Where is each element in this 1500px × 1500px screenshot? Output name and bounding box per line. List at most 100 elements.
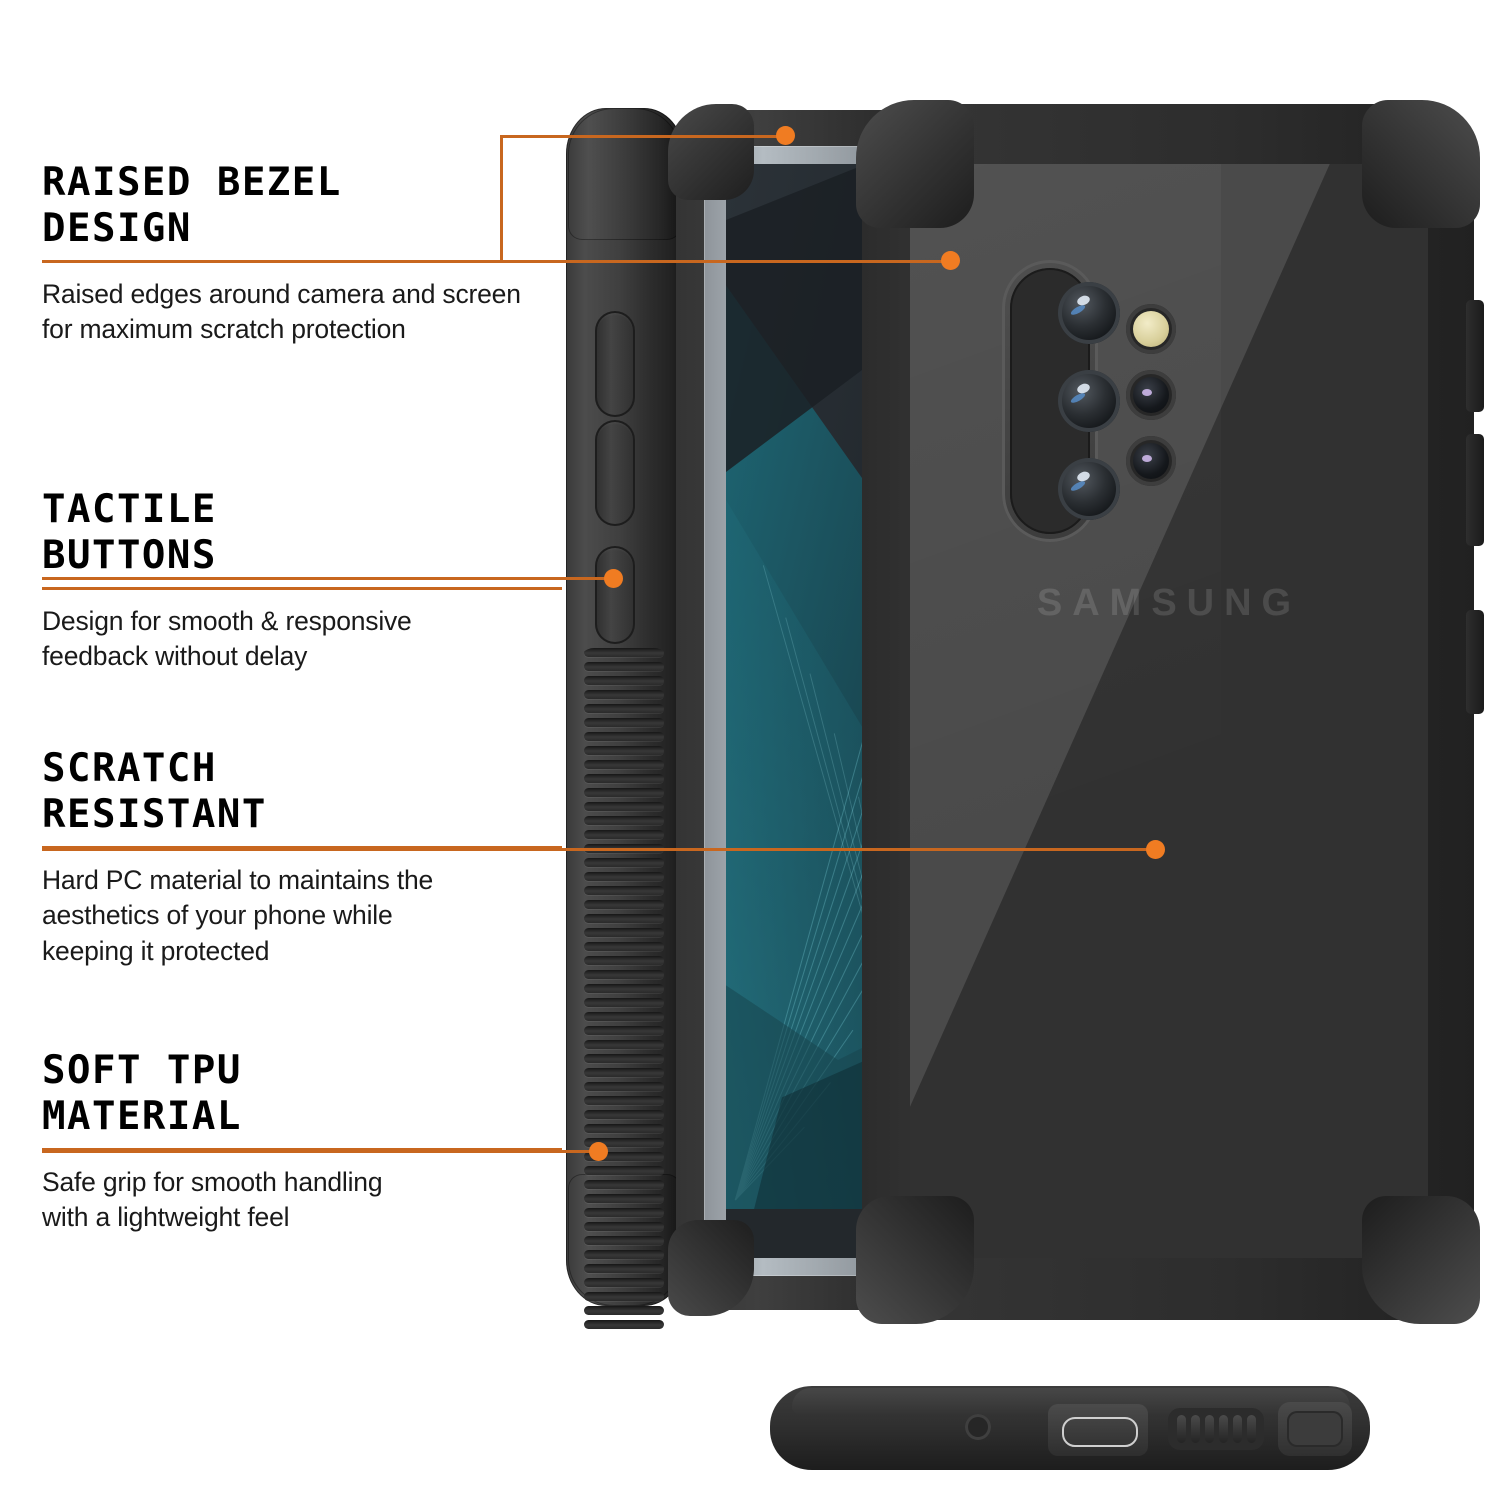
feature-heading-soft-tpu: SOFT TPU MATERIAL (42, 1048, 242, 1140)
feature-body-tactile-buttons: Design for smooth & responsive feedback … (42, 606, 412, 672)
feature-rule-scratch-resistant (42, 846, 562, 850)
grip-ridge (584, 718, 664, 727)
callout-dot-tactile-buttons (604, 569, 623, 588)
callout-line-scratch-resistant (42, 848, 1157, 851)
side-button-power (595, 546, 635, 644)
callout-line-raised-bezel-vertical (500, 135, 503, 263)
grip-ridge (584, 690, 664, 699)
grip-ridge (584, 830, 664, 839)
grip-ridge (584, 802, 664, 811)
grip-ridge (584, 998, 664, 1007)
grip-ridge (584, 732, 664, 741)
grip-ridge (584, 858, 664, 867)
feature-body-raised-bezel: Raised edges around camera and screen fo… (42, 279, 521, 345)
grip-ridge (584, 1264, 664, 1273)
front-case-top-left-bumper (668, 104, 754, 200)
product-back-view: SAMSUNG (856, 100, 1484, 1324)
side-case-top-bumper (568, 108, 681, 240)
back-edge-button-volume-up (1466, 300, 1484, 412)
back-edge-button-volume-down (1466, 434, 1484, 546)
grip-ridge (584, 1180, 664, 1189)
grip-ridge (584, 1222, 664, 1231)
back-edge-button-power (1466, 610, 1484, 714)
feature-heading-scratch-resistant: SCRATCH RESISTANT (42, 746, 267, 838)
feature-rule-raised-bezel (42, 260, 562, 264)
feature-body-soft-tpu: Safe grip for smooth handling with a lig… (42, 1167, 383, 1233)
grip-ridge (584, 928, 664, 937)
grip-ridge (584, 1194, 664, 1203)
grip-ridge (584, 1320, 664, 1329)
side-button-volume-up (595, 311, 635, 417)
grip-ridge (584, 942, 664, 951)
callout-line-raised-bezel-bottom (500, 260, 950, 263)
product-side-profile-view (566, 108, 689, 1329)
back-case-top-right-bumper (1362, 100, 1480, 228)
camera-lens-ultrawide-icon (1058, 370, 1120, 432)
callout-dot-soft-tpu (589, 1142, 608, 1161)
microphone-hole-icon (965, 1414, 991, 1440)
grip-ridge (584, 746, 664, 755)
feature-heading-raised-bezel: RAISED BEZEL DESIGN (42, 160, 342, 252)
grip-ridge (584, 1054, 664, 1063)
grip-ridge (584, 1152, 664, 1161)
feature-raised-bezel: RAISED BEZEL DESIGN Raised edges around … (42, 160, 562, 348)
camera-lens-wide-icon (1058, 282, 1120, 344)
grip-ridge (584, 1040, 664, 1049)
product-bottom-edge-view (770, 1386, 1370, 1494)
feature-tactile-buttons: TACTILE BUTTONS Design for smooth & resp… (42, 487, 562, 675)
grip-ridge (584, 760, 664, 769)
grip-ridge (584, 970, 664, 979)
callout-line-tactile-buttons (42, 577, 620, 580)
grip-ridge (584, 1250, 664, 1259)
side-grip-texture (578, 648, 670, 1338)
s-pen-slot (1278, 1402, 1352, 1456)
grip-ridge (584, 662, 664, 671)
grip-ridge (584, 956, 664, 965)
feature-soft-tpu: SOFT TPU MATERIAL Safe grip for smooth h… (42, 1048, 562, 1236)
feature-body-scratch-resistant: Hard PC material to maintains the aesthe… (42, 865, 434, 966)
back-clear-panel: SAMSUNG (910, 164, 1428, 1258)
camera-depth-sensor-icon (1126, 370, 1176, 420)
grip-ridge (584, 1124, 664, 1133)
grip-ridge (584, 886, 664, 895)
usb-c-port-cutout (1048, 1404, 1148, 1456)
grip-ridge (584, 816, 664, 825)
camera-module (1002, 260, 1176, 542)
grip-ridge (584, 1012, 664, 1021)
callout-line-raised-bezel-top (500, 135, 790, 138)
grip-ridge (584, 774, 664, 783)
camera-lens-telephoto-icon (1058, 458, 1120, 520)
grip-ridge (584, 872, 664, 881)
callout-line-soft-tpu (42, 1150, 604, 1153)
grip-ridge (584, 1306, 664, 1315)
grip-ridge (584, 1208, 664, 1217)
callout-dot-raised-bezel-screen (776, 126, 795, 145)
camera-tof-sensor-icon (1126, 436, 1176, 486)
grip-ridge (584, 1096, 664, 1105)
feature-rule-soft-tpu (42, 1148, 562, 1152)
grip-ridge (584, 1110, 664, 1119)
side-button-volume-down (595, 420, 635, 526)
callout-dot-raised-bezel-camera (941, 251, 960, 270)
grip-ridge (584, 1166, 664, 1175)
grip-ridge (584, 788, 664, 797)
grip-ridge (584, 984, 664, 993)
grip-ridge (584, 914, 664, 923)
back-case-bottom-right-bumper (1362, 1196, 1480, 1324)
feature-rule-tactile-buttons (42, 587, 562, 591)
front-case-bottom-left-bumper (668, 1220, 754, 1316)
grip-ridge (584, 900, 664, 909)
feature-heading-tactile-buttons: TACTILE BUTTONS (42, 487, 217, 579)
feature-scratch-resistant: SCRATCH RESISTANT Hard PC material to ma… (42, 746, 562, 969)
grip-ridge (584, 704, 664, 713)
grip-ridge (584, 1138, 664, 1147)
grip-ridge (584, 1292, 664, 1301)
back-case-bottom-left-bumper (856, 1196, 974, 1324)
grip-ridge (584, 1082, 664, 1091)
brand-logo: SAMSUNG (1036, 582, 1302, 624)
callout-dot-scratch-resistant (1146, 840, 1165, 859)
camera-flash-icon (1126, 304, 1176, 354)
grip-ridge (584, 1068, 664, 1077)
back-case-top-left-bumper (856, 100, 974, 228)
